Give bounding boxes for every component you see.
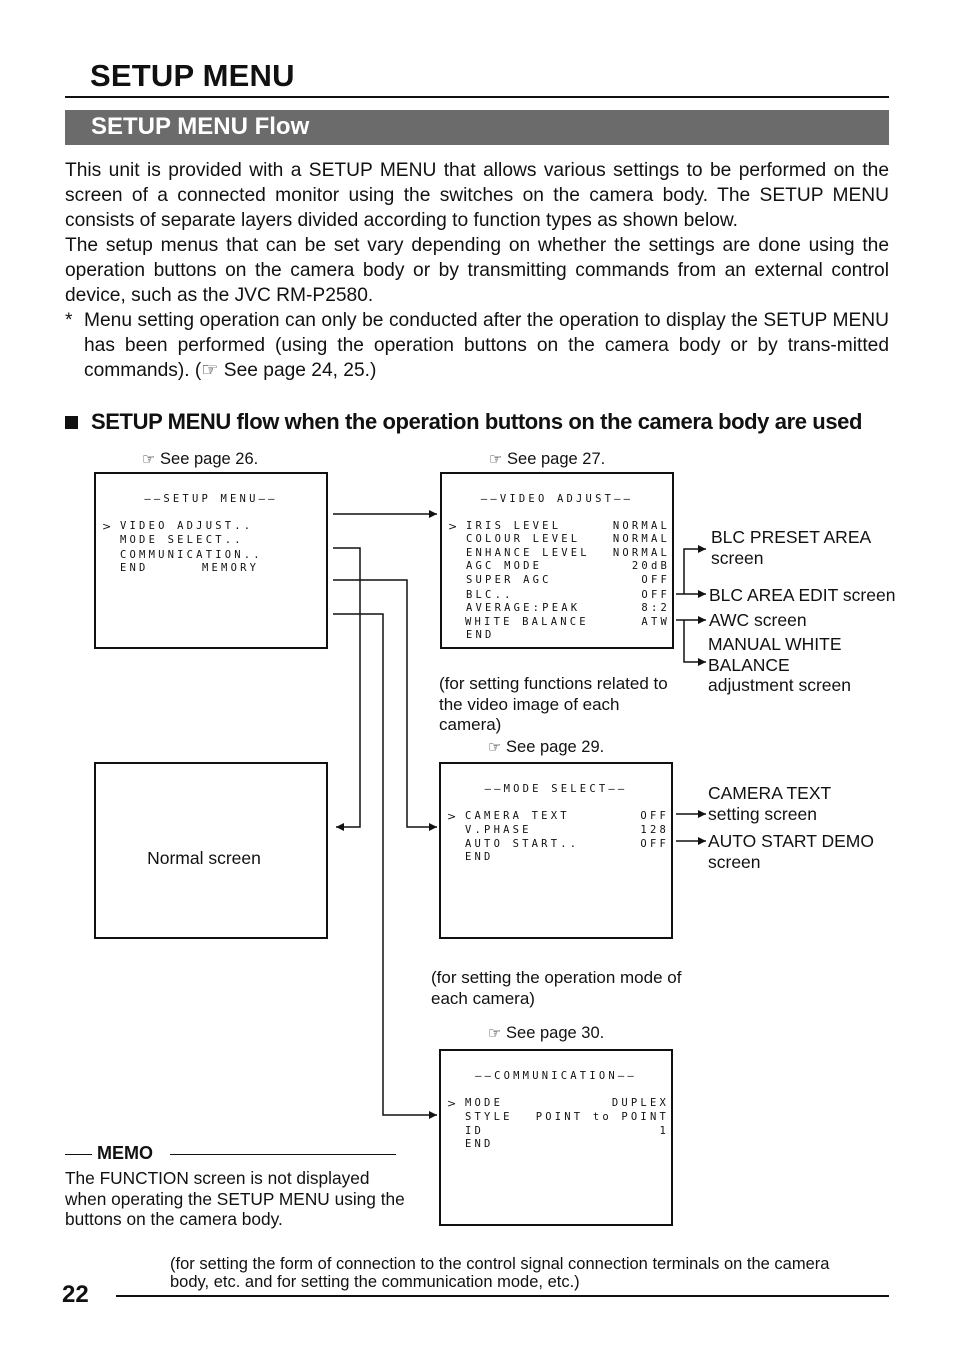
menu-item-label: ID bbox=[465, 1125, 485, 1137]
pointing-hand-icon: ☞ bbox=[488, 738, 502, 756]
cursor-icon: > bbox=[102, 520, 112, 533]
note-marker: * bbox=[65, 310, 73, 331]
arrow-to-blc-preset bbox=[683, 545, 706, 594]
memo-text: The FUNCTION screen is not displayed whe… bbox=[65, 1168, 405, 1229]
blc-area-edit-label: BLC AREA EDIT screen bbox=[709, 585, 896, 605]
square-bullet-icon bbox=[65, 416, 78, 429]
menu-item-value: NORMAL bbox=[612, 533, 670, 545]
menu-item-label: COMMUNICATION.. bbox=[120, 549, 263, 561]
menu-item-value: 20dB bbox=[631, 560, 670, 572]
menu-item-label: CAMERA TEXT bbox=[465, 810, 570, 822]
arrow-to-normal-screen bbox=[333, 547, 361, 831]
menu-item-value: ATW bbox=[641, 616, 670, 628]
cursor-icon: > bbox=[448, 520, 458, 533]
subheading: SETUP MENU flow when the operation butto… bbox=[91, 409, 863, 434]
menu-item-label: WHITE BALANCE bbox=[465, 616, 589, 628]
memo-rule bbox=[65, 1154, 92, 1155]
menu-item-label: V.PHASE bbox=[465, 824, 532, 836]
pointing-hand-icon: ☞ bbox=[489, 450, 503, 468]
menu-item-label: MODE bbox=[465, 1097, 504, 1109]
auto-start-demo-label: AUTO START DEMO screen bbox=[708, 831, 874, 872]
setup-menu-ref-text: See page 26. bbox=[160, 450, 259, 468]
pointing-hand-icon: ☞ bbox=[488, 1024, 502, 1042]
menu-item-label: AGC MODE bbox=[466, 560, 543, 572]
menu-item-label: AVERAGE:PEAK bbox=[466, 602, 581, 614]
arrow-to-communication bbox=[333, 613, 437, 1119]
menu-item-value: 128 bbox=[640, 824, 669, 836]
manual-white-balance-label: MANUAL WHITE BALANCE adjustment screen bbox=[708, 634, 851, 695]
screen-title: ––SETUP MENU–– bbox=[144, 493, 278, 505]
menu-item-value: OFF bbox=[640, 838, 669, 850]
normal-screen-label: Normal screen bbox=[147, 848, 261, 868]
note-text: Menu setting operation can only be condu… bbox=[84, 310, 889, 381]
menu-item-label: ENHANCE LEVEL bbox=[466, 547, 590, 559]
setup-menu-screen: ––SETUP MENU–– > VIDEO ADJUST.. MODE SEL… bbox=[94, 472, 328, 649]
bottom-rule bbox=[116, 1295, 889, 1297]
intro-paragraph-1: This unit is provided with a SETUP MENU … bbox=[65, 160, 889, 231]
screen-title: ––MODE SELECT–– bbox=[484, 783, 628, 795]
menu-item-label: VIDEO ADJUST.. bbox=[120, 520, 254, 532]
video-adjust-ref: ☞ See page 27. bbox=[489, 450, 605, 469]
awc-label: AWC screen bbox=[709, 610, 807, 630]
menu-item-value: OFF bbox=[640, 810, 669, 822]
menu-item-label: END bbox=[120, 562, 149, 574]
screen-title: ––VIDEO ADJUST–– bbox=[480, 493, 634, 505]
menu-item-label: END bbox=[465, 1138, 494, 1150]
menu-item-value: POINT to POINT bbox=[535, 1111, 669, 1123]
menu-item-value: NORMAL bbox=[612, 547, 670, 559]
section-bar bbox=[65, 110, 889, 145]
menu-item-value: OFF bbox=[641, 589, 670, 601]
pointing-hand-icon: ☞ bbox=[142, 450, 156, 468]
blc-preset-area-label: BLC PRESET AREA screen bbox=[711, 527, 871, 568]
section-title: SETUP MENU Flow bbox=[91, 113, 310, 140]
page-title: SETUP MENU bbox=[90, 58, 295, 93]
camera-text-label: CAMERA TEXT setting screen bbox=[708, 783, 831, 824]
menu-item-value: DUPLEX bbox=[611, 1097, 669, 1109]
menu-item-label: END bbox=[466, 629, 495, 641]
menu-item-value: OFF bbox=[641, 574, 670, 586]
menu-item-label: COLOUR LEVEL bbox=[466, 533, 581, 545]
menu-item-label: END bbox=[465, 851, 494, 863]
communication-ref: ☞ See page 30. bbox=[488, 1024, 604, 1043]
mode-select-ref: ☞ See page 29. bbox=[488, 738, 604, 757]
cursor-icon: > bbox=[447, 1097, 457, 1110]
menu-item-value: 8:2 bbox=[641, 602, 670, 614]
communication-caption: (for setting the form of connection to t… bbox=[170, 1255, 830, 1291]
screen-title: ––COMMUNICATION–– bbox=[475, 1070, 637, 1082]
mode-select-caption: (for setting the operation mode of each … bbox=[431, 968, 682, 1008]
video-adjust-ref-text: See page 27. bbox=[507, 450, 606, 468]
menu-item-label: AUTO START.. bbox=[465, 838, 580, 850]
memo-label: MEMO bbox=[97, 1143, 153, 1163]
menu-item-value: 1 bbox=[659, 1125, 669, 1137]
video-adjust-caption: (for setting functions related to the vi… bbox=[439, 674, 668, 734]
menu-item-label: STYLE bbox=[465, 1111, 513, 1123]
video-adjust-screen: ––VIDEO ADJUST–– > IRIS LEVEL NORMAL COL… bbox=[440, 472, 674, 649]
menu-item-label: SUPER AGC bbox=[466, 574, 552, 586]
menu-item-label: BLC.. bbox=[466, 589, 514, 601]
setup-menu-ref: ☞ See page 26. bbox=[142, 450, 258, 469]
menu-item-label: IRIS LEVEL bbox=[466, 520, 562, 532]
mode-select-ref-text: See page 29. bbox=[506, 738, 605, 756]
arrow-to-manual-wb bbox=[683, 620, 706, 666]
memo-rule bbox=[170, 1154, 396, 1155]
mode-select-screen: ––MODE SELECT–– > CAMERA TEXT OFF V.PHAS… bbox=[439, 762, 673, 939]
communication-screen: ––COMMUNICATION–– > MODE DUPLEX STYLE PO… bbox=[439, 1049, 673, 1226]
normal-screen: Normal screen bbox=[94, 762, 328, 939]
menu-item-label: MODE SELECT.. bbox=[120, 534, 244, 546]
title-rule bbox=[65, 96, 889, 98]
menu-item-value: MEMORY bbox=[202, 562, 260, 574]
page-number: 22 bbox=[62, 1281, 89, 1308]
cursor-icon: > bbox=[447, 810, 457, 823]
menu-item-value: NORMAL bbox=[612, 520, 670, 532]
arrow-to-mode-select bbox=[333, 579, 437, 831]
communication-ref-text: See page 30. bbox=[506, 1024, 605, 1042]
intro-paragraph-2: The setup menus that can be set vary dep… bbox=[65, 235, 889, 306]
